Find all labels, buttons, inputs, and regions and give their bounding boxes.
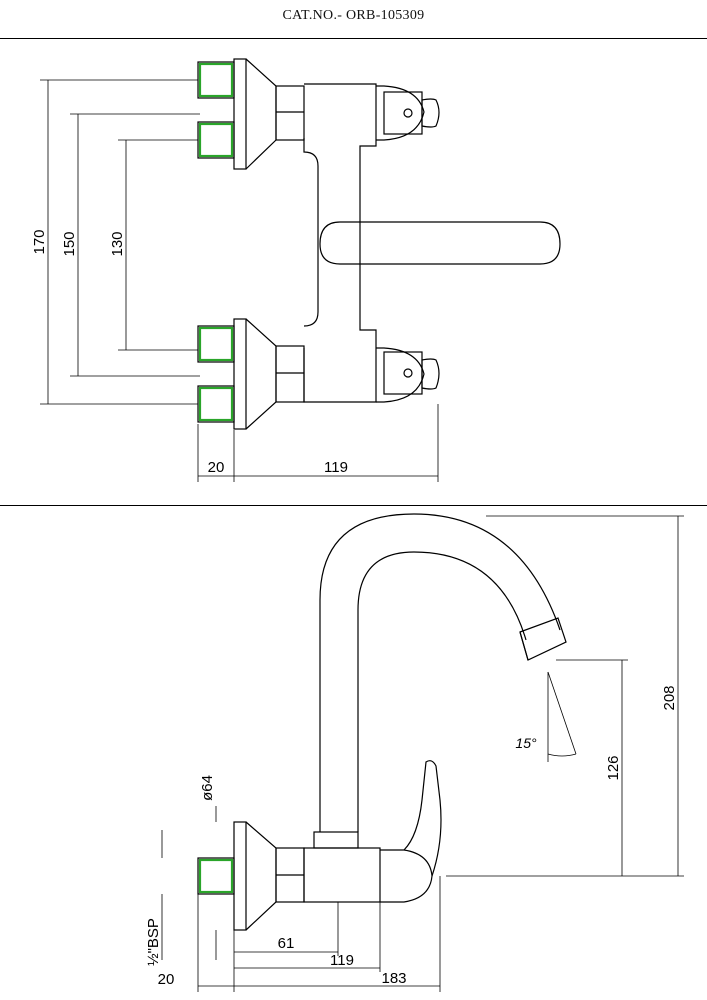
lower-valve bbox=[376, 347, 425, 403]
side-connector bbox=[197, 857, 235, 895]
side-flange bbox=[233, 821, 247, 931]
connector-1 bbox=[197, 61, 235, 99]
connector-4 bbox=[197, 385, 235, 423]
dim-bottom-side bbox=[197, 876, 441, 992]
dim-bsp bbox=[161, 894, 217, 960]
upper-cone bbox=[245, 58, 277, 170]
label-side-61: 61 bbox=[278, 935, 295, 952]
side-cartridge bbox=[380, 849, 433, 903]
dim-170 bbox=[40, 79, 198, 405]
side-cone bbox=[245, 821, 277, 931]
upper-flange bbox=[233, 58, 247, 170]
label-top-119: 119 bbox=[324, 459, 348, 476]
side-body bbox=[303, 847, 381, 903]
connector-3-highlight bbox=[198, 326, 234, 362]
label-170: 170 bbox=[31, 229, 48, 254]
top-view bbox=[40, 58, 561, 482]
label-side-20: 20 bbox=[158, 971, 175, 988]
lower-nut bbox=[275, 345, 305, 403]
spout-collar bbox=[313, 831, 359, 849]
side-connector-highlight bbox=[198, 858, 234, 894]
label-130: 130 bbox=[109, 231, 126, 256]
dim-130 bbox=[118, 139, 198, 351]
upper-nut bbox=[275, 85, 305, 141]
dim-126 bbox=[556, 659, 628, 876]
mixer-body bbox=[303, 83, 377, 403]
label-side-119: 119 bbox=[330, 952, 354, 969]
label-flange-dia: ø64 bbox=[199, 775, 216, 801]
view-divider bbox=[0, 505, 707, 506]
lower-cone bbox=[245, 318, 277, 430]
title-band: CAT.NO.- ORB-105309 bbox=[0, 0, 707, 39]
connector-2 bbox=[197, 121, 235, 159]
dim-208 bbox=[446, 515, 684, 877]
upper-valve bbox=[376, 85, 425, 141]
connector-4-highlight bbox=[198, 386, 234, 422]
label-angle: 15° bbox=[515, 735, 537, 751]
side-view bbox=[161, 513, 684, 992]
spout bbox=[319, 513, 561, 832]
catalog-number: CAT.NO.- ORB-105309 bbox=[282, 8, 425, 23]
label-126: 126 bbox=[605, 755, 622, 780]
label-side-183: 183 bbox=[381, 970, 406, 987]
lower-flange bbox=[233, 318, 247, 430]
side-lever bbox=[403, 760, 442, 877]
dim-bottom-top bbox=[197, 404, 439, 482]
dim-15-angle bbox=[547, 671, 577, 762]
lever-handle bbox=[319, 221, 561, 265]
label-top-20: 20 bbox=[208, 459, 225, 476]
dim-flange-dia bbox=[161, 806, 217, 858]
connector-1-highlight bbox=[198, 62, 234, 98]
connector-3 bbox=[197, 325, 235, 363]
aerator bbox=[519, 617, 567, 661]
dim-150 bbox=[70, 113, 200, 377]
label-bsp: ½"BSP bbox=[145, 918, 162, 966]
connector-2-highlight bbox=[198, 122, 234, 158]
label-150: 150 bbox=[61, 231, 78, 256]
label-208: 208 bbox=[661, 685, 678, 710]
